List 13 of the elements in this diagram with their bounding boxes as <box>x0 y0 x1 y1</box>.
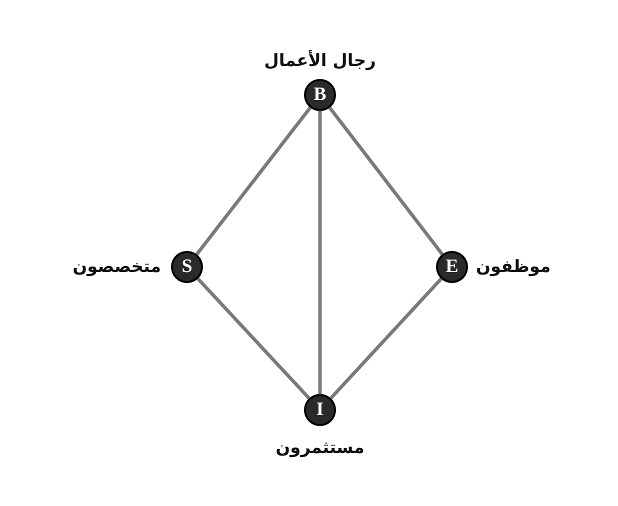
connector-line <box>195 106 312 256</box>
node-caption: رجال الأعمال <box>264 51 376 71</box>
connector-line <box>330 278 442 400</box>
node-caption: مستثمرون <box>276 438 364 458</box>
letter-circle: E <box>436 251 468 283</box>
connector-line <box>318 111 322 394</box>
letter-circle: S <box>171 251 203 283</box>
letter-circle: I <box>304 394 336 426</box>
connector-line <box>328 106 444 256</box>
node-caption: موظفون <box>476 257 551 277</box>
letter-circle: B <box>304 79 336 111</box>
node-caption: متخصصون <box>72 257 161 277</box>
connector-line <box>196 278 310 400</box>
